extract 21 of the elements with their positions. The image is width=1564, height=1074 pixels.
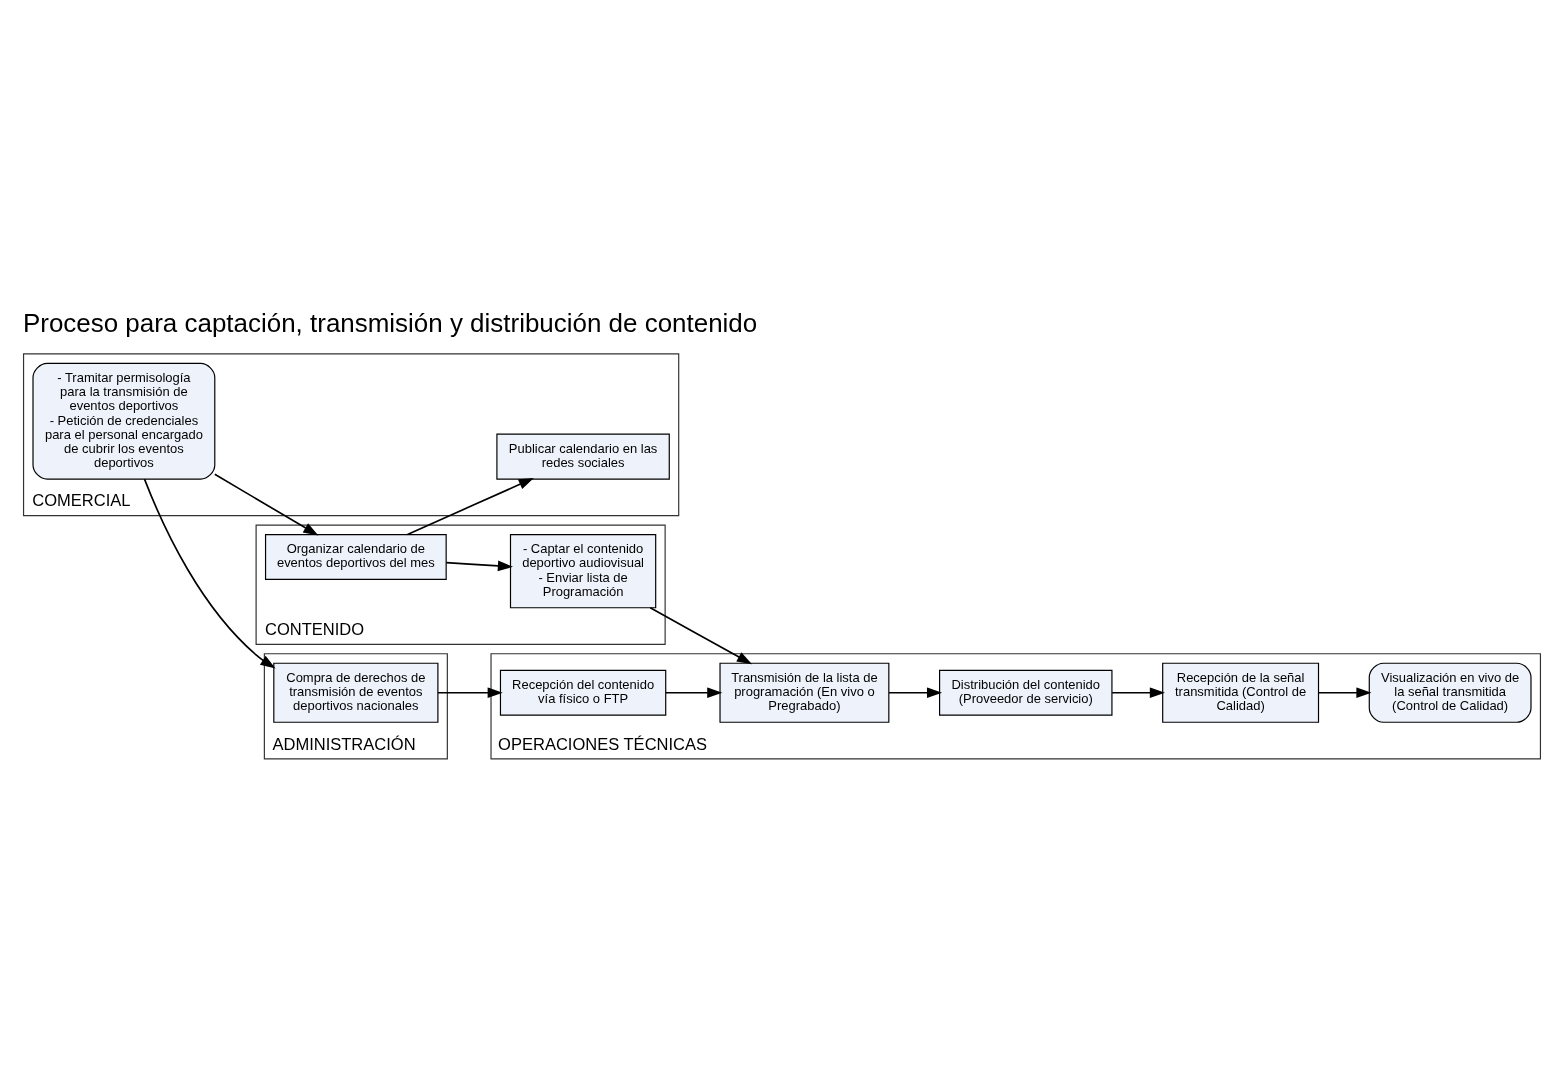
node-box: Distribución del contenido (Proveedor de servicio) (939, 669, 1113, 716)
diagram-title: Proceso para captación, transmisión y distribución de contenido (22, 307, 758, 338)
node-box: - Tramitar permisología para la transmisión de eventos deportivos - Petición de credenciales para el personal encargado de cubrir los eventos deportivos (32, 362, 216, 480)
arrow (888, 686, 943, 698)
node-box: - Captar el contenido deportivo audiovisual - Enviar lista de Programación (509, 533, 657, 608)
node-box: Compra de derechos de transmisión de eventos deportivos nacionales (273, 662, 439, 723)
node-box: Recepción de la señal transmitida (Control de Calidad) (1162, 662, 1320, 723)
arrow (143, 477, 276, 668)
node-box: Transmisión de la lista de programación (En vivo o Pregrabado) (719, 662, 890, 723)
arrow (437, 686, 503, 698)
node-box: Publicar calendario en las redes sociales (496, 433, 670, 480)
arrow (445, 560, 513, 571)
node-box: Organizar calendario de eventos deportivos del mes (264, 533, 447, 580)
arrow (1318, 686, 1372, 698)
node-box: Visualización en vivo de la señal transmitida (Control de Calidad) (1368, 662, 1532, 723)
node-box: Recepción del contenido vía físico o FTP (499, 669, 667, 716)
arrow (1111, 686, 1165, 698)
arrow (665, 686, 723, 698)
arrow (406, 477, 534, 535)
arrow (649, 606, 753, 664)
arrow (214, 472, 319, 535)
